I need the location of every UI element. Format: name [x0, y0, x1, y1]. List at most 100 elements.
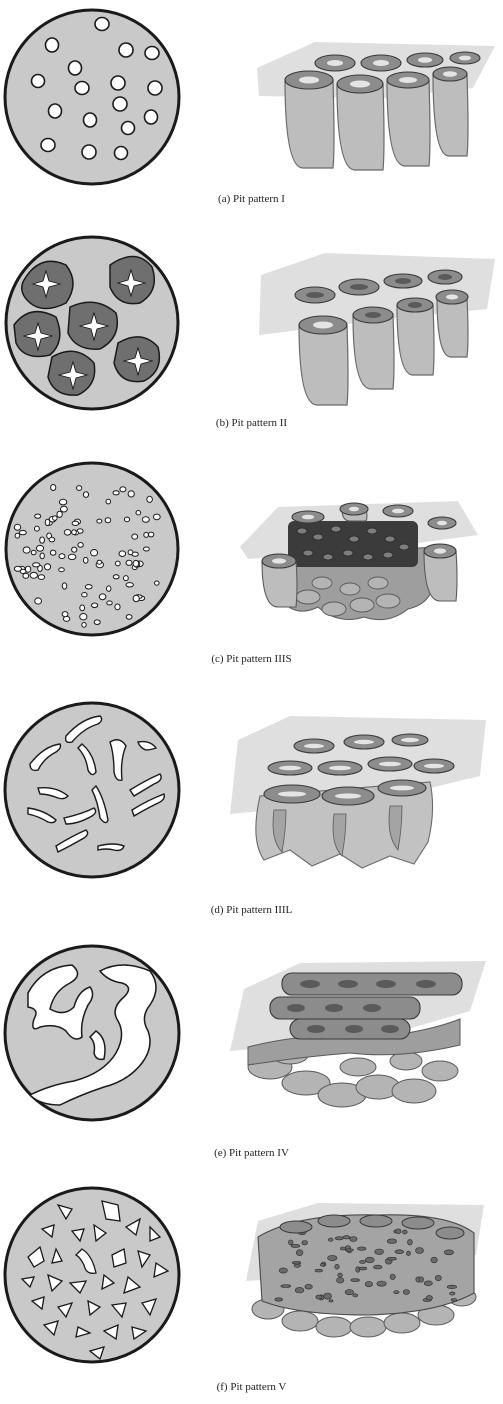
small-pit: [44, 564, 50, 570]
irregular-speck: [387, 1239, 396, 1244]
small-pit: [20, 569, 26, 573]
irregular-speck: [396, 1229, 401, 1234]
small-pit: [59, 499, 66, 505]
small-pit: [78, 543, 83, 548]
small-pit: [147, 496, 153, 502]
irregular-speck: [406, 1251, 410, 1255]
irregular-speck: [359, 1260, 365, 1263]
small-pit: [92, 603, 98, 608]
small-pit: [144, 532, 149, 537]
irregular-speck: [426, 1296, 432, 1300]
small-pit: [113, 491, 119, 495]
irregular-speck: [315, 1269, 323, 1272]
small-pit: [33, 563, 40, 567]
small-pit: [31, 550, 36, 555]
small-pit: [15, 533, 20, 538]
pit-pattern-iiis-3d-illustration: [238, 477, 478, 637]
irregular-speck: [450, 1292, 455, 1295]
small-pit: [40, 553, 44, 559]
irregular-speck: [295, 1287, 304, 1293]
small-pit: [97, 560, 102, 564]
panel-e: (e) Pit pattern IV: [0, 935, 503, 1165]
small-pit: [115, 604, 120, 610]
irregular-speck: [365, 1281, 372, 1286]
small-pit: [49, 537, 55, 542]
small-pit: [80, 614, 87, 620]
irregular-speck: [292, 1261, 301, 1264]
small-pit: [133, 560, 139, 566]
caption-pit-pattern-v: (f) Pit pattern V: [0, 1381, 503, 1393]
panel-b: (b) Pit pattern II: [0, 225, 503, 445]
irregular-speck: [291, 1244, 300, 1247]
caption-pit-pattern-iv: (e) Pit pattern IV: [0, 1147, 503, 1159]
irregular-speck: [375, 1249, 384, 1254]
small-pit: [155, 581, 160, 585]
small-pit: [23, 547, 30, 553]
small-pit: [126, 615, 132, 620]
irregular-speck: [403, 1290, 409, 1295]
small-pit: [105, 518, 111, 523]
small-pit: [94, 620, 100, 625]
irregular-speck: [328, 1238, 333, 1241]
pit-pattern-i-disc: [0, 0, 200, 190]
irregular-speck: [275, 1298, 283, 1301]
panel-f: (f) Pit pattern V: [0, 1175, 503, 1404]
irregular-speck: [377, 1281, 386, 1286]
small-pit: [62, 583, 67, 589]
pit-pattern-iiil-disc: [0, 690, 200, 890]
irregular-speck: [329, 1300, 333, 1302]
irregular-speck: [302, 1241, 308, 1245]
irregular-speck: [281, 1285, 291, 1288]
small-pit: [23, 573, 29, 578]
small-pit: [126, 560, 132, 565]
pit-pattern-iiis-disc: [0, 455, 200, 655]
pit-pattern-ii-disc: [0, 225, 200, 425]
irregular-speck: [335, 1264, 339, 1269]
irregular-speck: [328, 1255, 337, 1260]
small-pit: [19, 530, 26, 534]
small-pit: [72, 530, 77, 535]
irregular-speck: [350, 1237, 357, 1242]
small-pit: [107, 586, 111, 591]
small-pit: [83, 557, 88, 563]
irregular-speck: [337, 1278, 344, 1284]
irregular-speck: [320, 1263, 324, 1266]
small-pit: [128, 491, 134, 497]
small-pit: [148, 532, 153, 537]
pit-pattern-i-3d-illustration: [255, 28, 495, 178]
irregular-speck: [288, 1240, 293, 1245]
irregular-speck: [408, 1239, 413, 1245]
small-pit: [97, 519, 102, 523]
irregular-speck: [451, 1299, 457, 1302]
pit-pattern-iv-3d-illustration: [230, 947, 490, 1122]
small-pit: [36, 545, 43, 551]
small-pit: [132, 534, 138, 539]
small-pit: [53, 516, 58, 520]
irregular-speck: [374, 1265, 383, 1269]
irregular-speck: [388, 1257, 397, 1260]
small-pit: [14, 524, 20, 530]
small-pit: [91, 550, 98, 556]
irregular-speck: [419, 1277, 424, 1282]
small-pit: [106, 499, 111, 504]
small-pit: [124, 576, 129, 581]
small-pit: [62, 612, 68, 617]
small-pit: [119, 551, 126, 557]
caption-pit-pattern-i: (a) Pit pattern I: [0, 193, 503, 205]
small-pit: [59, 568, 65, 572]
irregular-speck: [335, 1237, 343, 1240]
small-pit: [126, 583, 133, 587]
small-pit: [59, 554, 65, 559]
irregular-speck: [316, 1295, 322, 1299]
irregular-speck: [346, 1249, 354, 1251]
pit-pattern-iv-disc: [0, 935, 200, 1135]
small-pit: [68, 554, 76, 559]
small-pit: [40, 537, 45, 543]
irregular-speck: [324, 1293, 332, 1299]
caption-pit-pattern-iiil: (d) Pit pattern IIIL: [0, 904, 503, 916]
small-pit: [35, 598, 42, 604]
pit-pattern-ii-3d-illustration: [255, 245, 495, 415]
small-pit: [61, 506, 68, 512]
irregular-speck: [431, 1257, 437, 1263]
small-pit: [153, 514, 160, 520]
